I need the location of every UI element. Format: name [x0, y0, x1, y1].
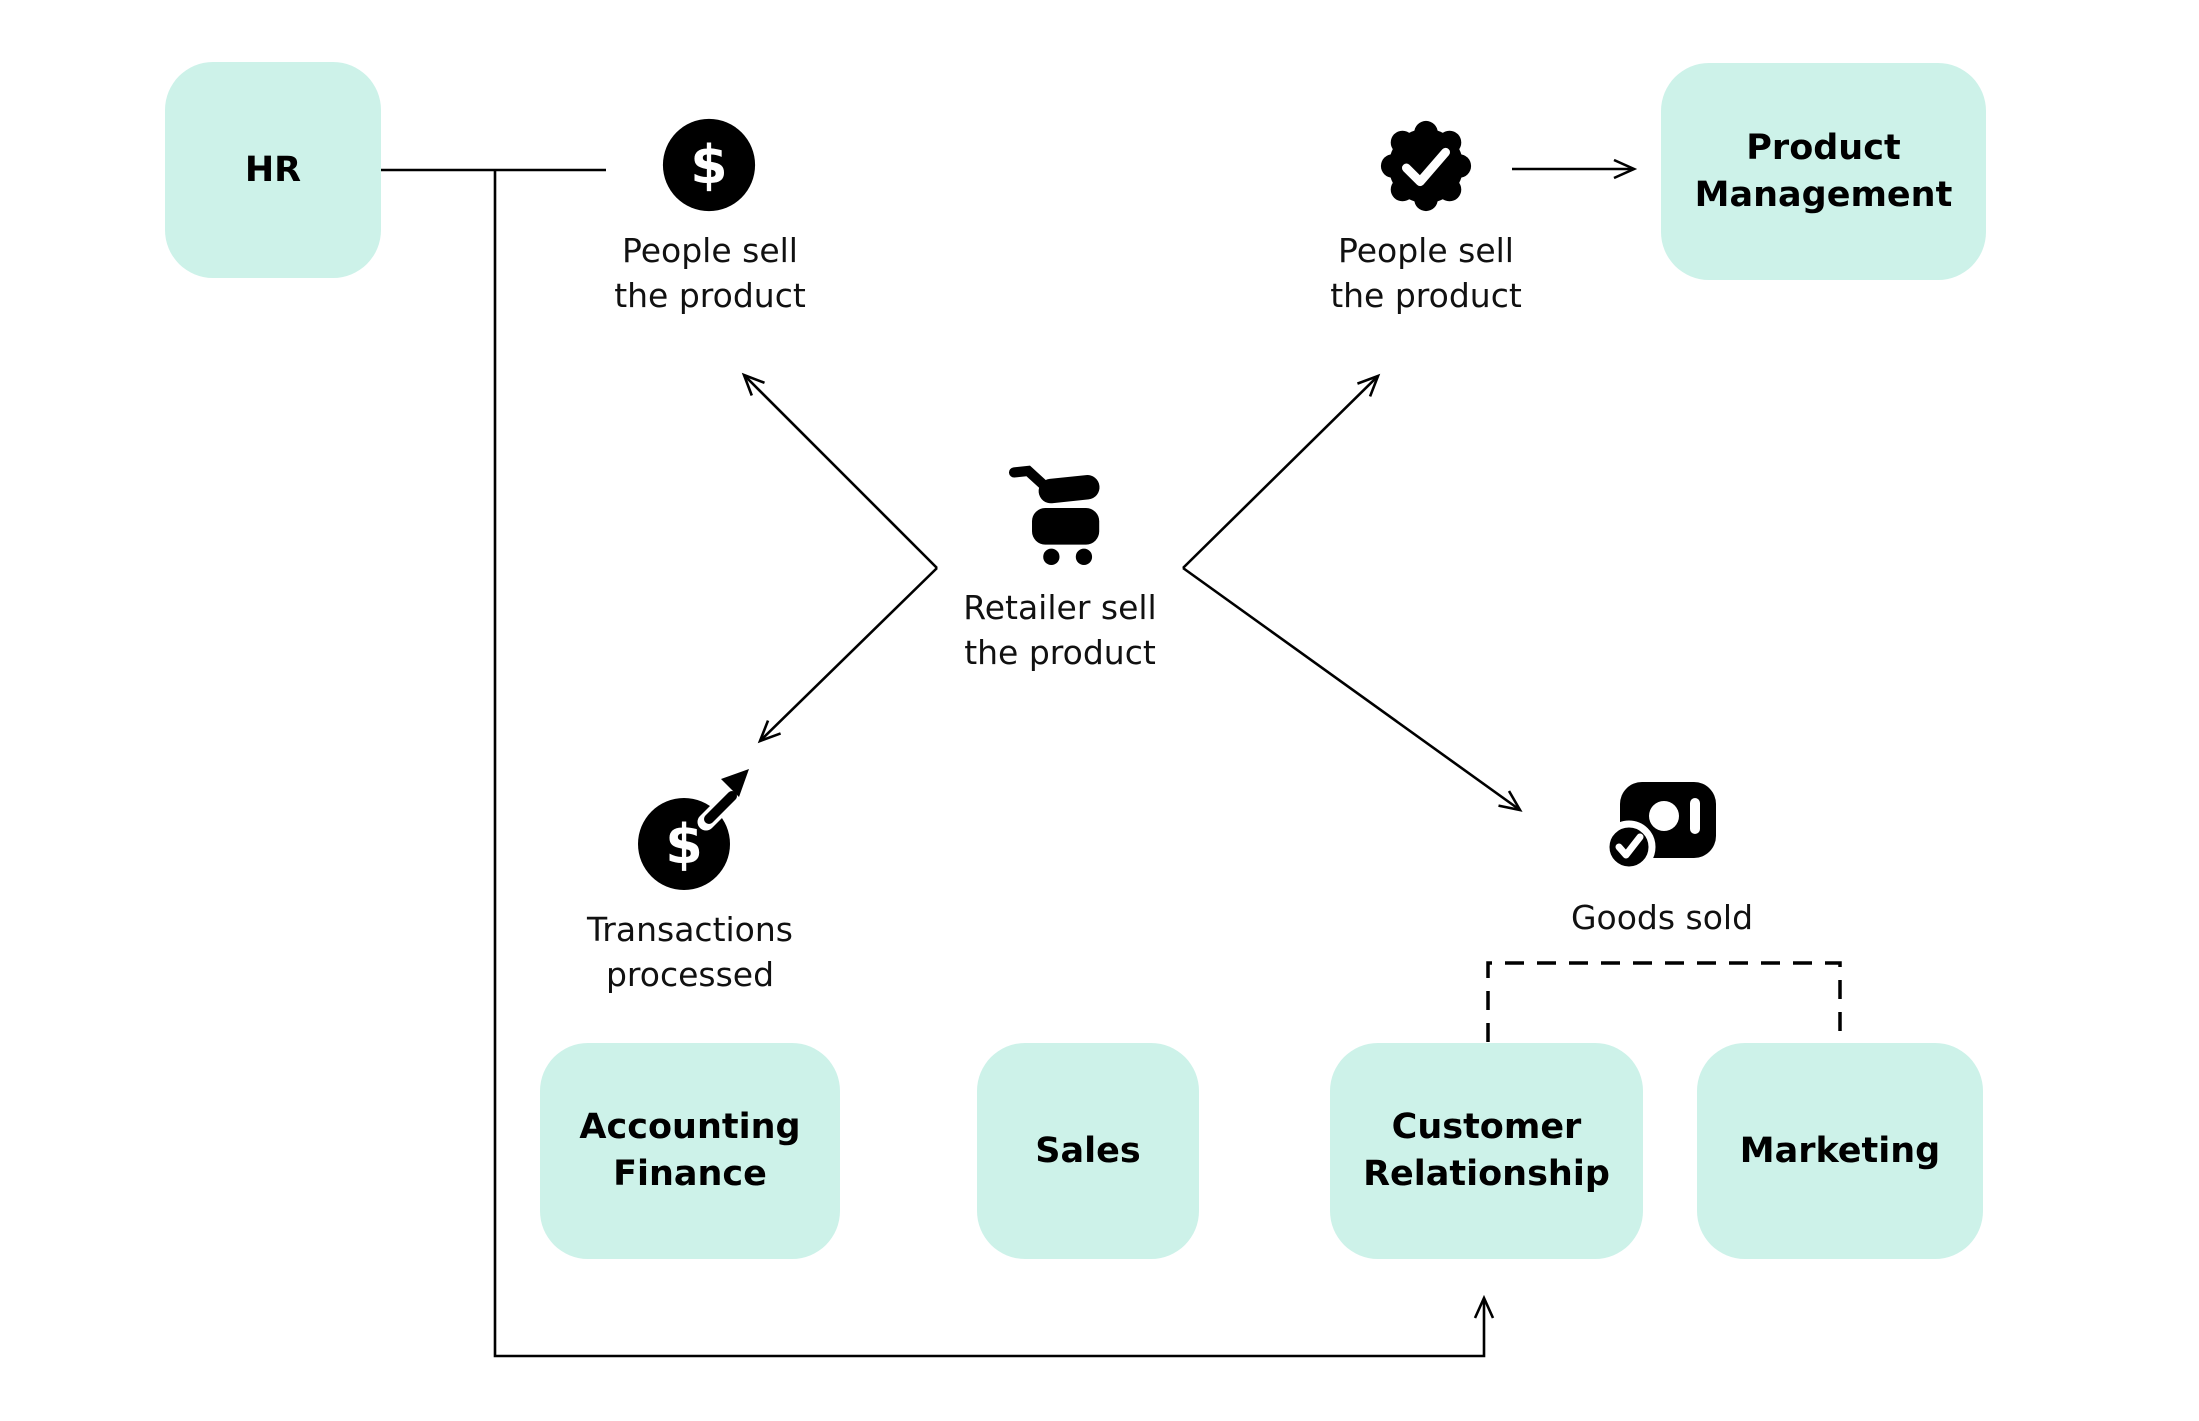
arrow-retailer-to-goods-sold	[1182, 566, 1523, 812]
node-customer-relationship-label: Customer Relationship	[1363, 1107, 1610, 1194]
arrow-retailer-to-people-sell-right	[1182, 373, 1381, 569]
dollar-circle-icon: $	[662, 118, 756, 212]
label-transactions-processed: Transactions processed	[587, 910, 793, 994]
shopping-cart-icon	[1008, 465, 1100, 565]
arrow-retailer-to-transactions-processed	[757, 567, 938, 744]
dashed-goods-sold-connector	[1486, 961, 1842, 1042]
label-people-sell-left: People sell the product	[614, 231, 806, 315]
node-customer-relationship: Customer Relationship	[1330, 1043, 1643, 1259]
node-hr: HR	[165, 62, 381, 278]
node-accounting-finance-label: Accounting Finance	[579, 1107, 801, 1194]
node-product-management: Product Management	[1661, 63, 1986, 280]
label-retailer-sell: Retailer sell the product	[963, 588, 1157, 672]
node-sales: Sales	[977, 1043, 1199, 1259]
label-goods-sold: Goods sold	[1570, 898, 1754, 937]
svg-text:$: $	[665, 813, 703, 876]
node-product-management-label: Product Management	[1694, 127, 1953, 215]
svg-text:$: $	[690, 133, 727, 196]
label-people-sell-right: People sell the product	[1330, 231, 1522, 315]
node-marketing-label: Marketing	[1739, 1130, 1941, 1171]
node-marketing: Marketing	[1697, 1043, 1983, 1259]
node-hr-label: HR	[244, 149, 302, 190]
arrow-hr-branch-to-customer-relationship	[493, 170, 1495, 1358]
money-check-icon	[1602, 782, 1716, 874]
node-sales-label: Sales	[1035, 1130, 1141, 1171]
badge-check-icon	[1380, 120, 1472, 212]
money-transfer-icon: $	[638, 769, 751, 890]
node-accounting-finance: Accounting Finance	[540, 1043, 840, 1259]
arrow-retailer-to-people-sell-left	[741, 372, 938, 569]
